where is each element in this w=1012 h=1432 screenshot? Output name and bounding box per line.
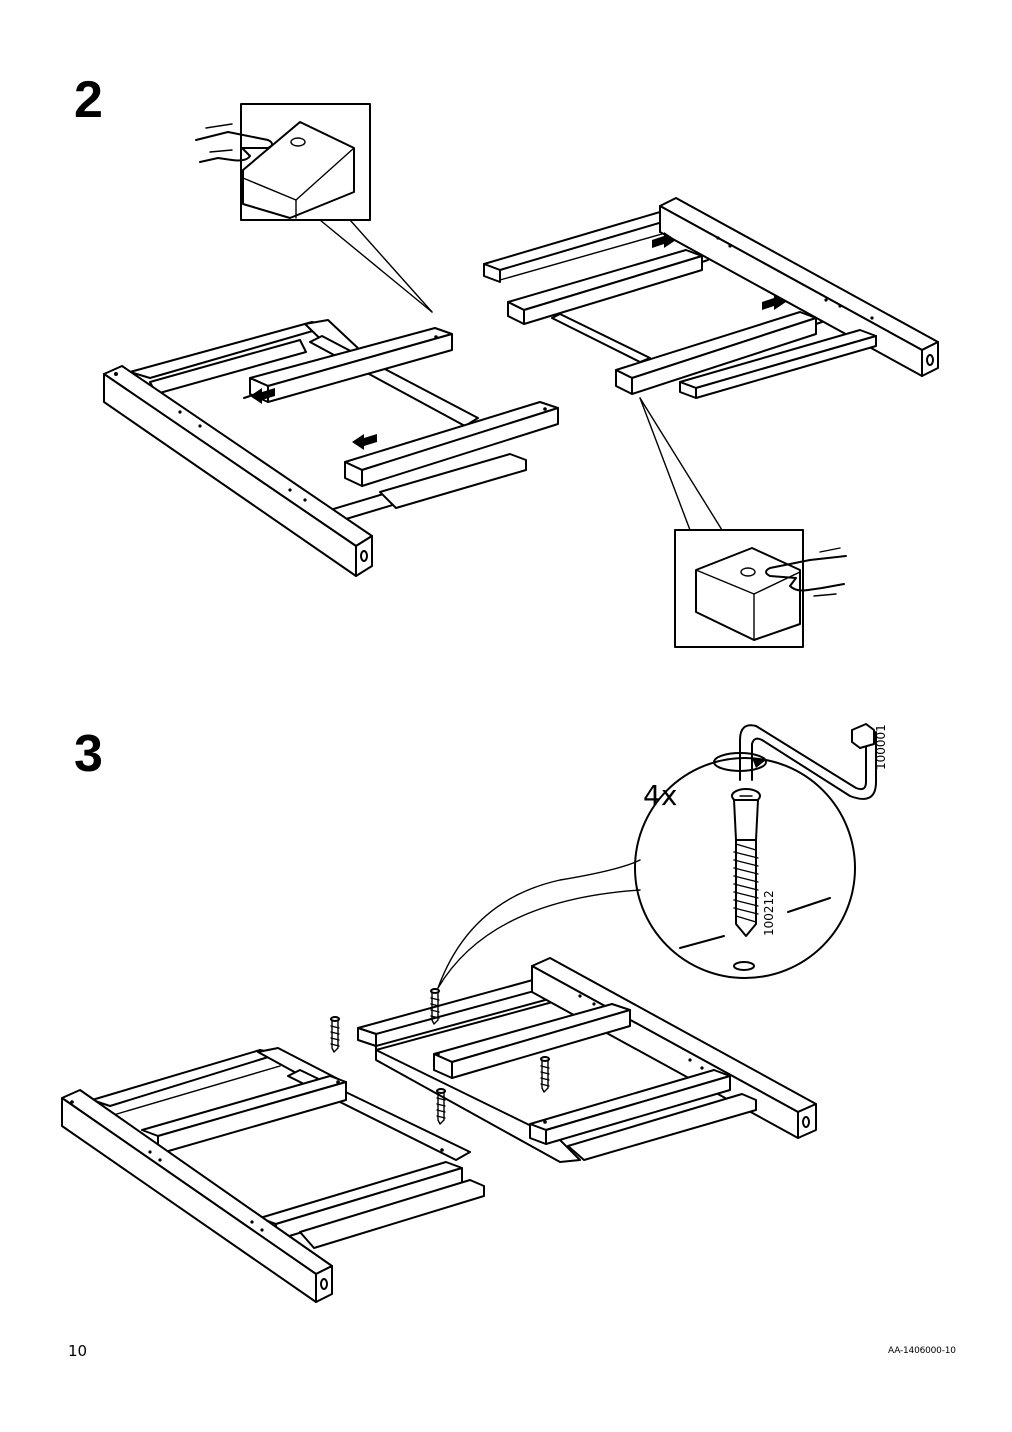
allen-key-icon [713, 723, 877, 800]
step-3-number: 3 [74, 725, 103, 783]
front-beam-side [103, 373, 357, 577]
bolt-screw-icon [540, 1056, 550, 1093]
detail-circle [634, 757, 856, 979]
detail-box-bottom [639, 397, 847, 648]
slat-3 [379, 453, 527, 509]
step3-left-frame [61, 1047, 485, 1303]
detail-box-top [195, 103, 433, 313]
page-number: 10 [68, 1342, 88, 1360]
step-2-number: 2 [74, 71, 103, 129]
bolt-screw-icon [430, 988, 440, 1025]
bolt-screw-icon [330, 1016, 340, 1053]
front-beam [103, 365, 373, 547]
hand-pressing-dowel-icon [765, 547, 847, 597]
direction-arrow-icon [652, 232, 676, 248]
step3-right-frame [357, 957, 817, 1163]
direction-arrow-icon [250, 388, 275, 404]
bolt-screw-icon [731, 788, 761, 937]
direction-arrow-icon [762, 294, 786, 310]
callout-leader [437, 859, 641, 989]
quantity-label: 4x [643, 779, 678, 812]
step2-right-frame [483, 197, 939, 399]
screw-part-number: 100212 [762, 890, 776, 936]
document-code: AA-1406000-10 [888, 1346, 956, 1356]
direction-arrow-icon [352, 434, 377, 450]
allen-key-part-number: 100001 [874, 724, 888, 770]
bolt-screw-icon [436, 1088, 446, 1125]
step2-left-frame [103, 319, 559, 577]
hand-pressing-dowel-icon [195, 123, 273, 163]
